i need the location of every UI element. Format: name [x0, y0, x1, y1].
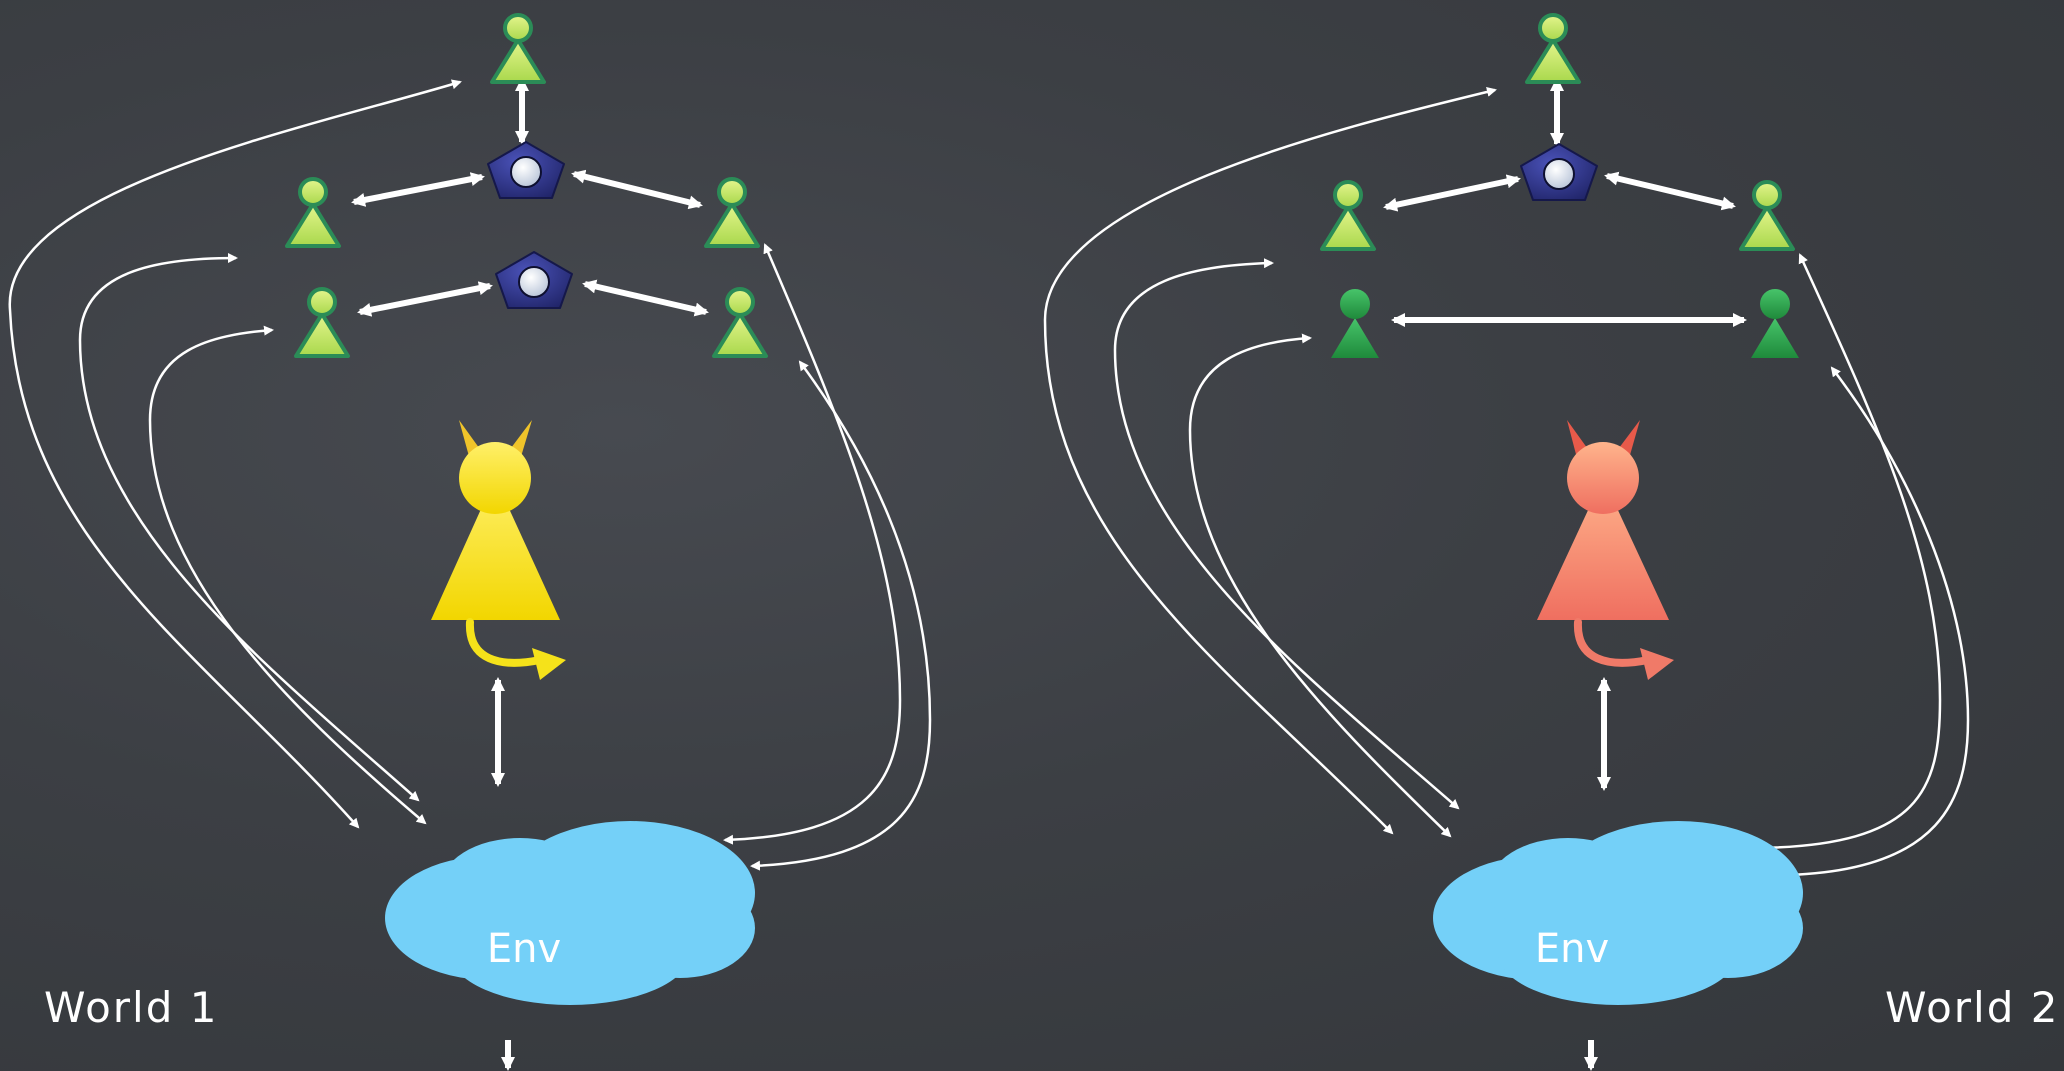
world-2-right-env-arrows — [1758, 253, 1970, 880]
world-2-party-right-1-icon — [1739, 180, 1795, 251]
world-2-label: World 2 — [1885, 983, 2059, 1032]
world-1-party-left-2-icon — [294, 287, 350, 358]
world-2-env-label: Env — [1535, 926, 1609, 972]
world-2-adversary-icon — [1537, 420, 1674, 680]
world-2-party-corrupted-left-icon — [1331, 289, 1379, 358]
world-1-functionality-1-icon — [487, 141, 565, 199]
world-1-party-left-1-icon — [285, 177, 341, 248]
world-1-left-env-arrows — [8, 79, 462, 829]
world-1-protocol-arrows — [351, 77, 709, 1071]
world-2-env-cloud — [1433, 821, 1803, 1005]
world-1-label: World 1 — [44, 983, 218, 1032]
world-2-protocol-arrows — [1383, 77, 1747, 1071]
world-2-party-corrupted-right-icon — [1751, 289, 1799, 358]
world-1-party-top-icon — [490, 13, 546, 84]
world-1-functionality-2-icon — [495, 251, 573, 309]
world-1-adversary-icon — [431, 420, 566, 680]
world-2: Env World 2 — [1043, 13, 2059, 1071]
world-2-party-top-icon — [1525, 13, 1581, 84]
world-2-party-left-1-icon — [1320, 180, 1376, 251]
world-1-right-env-arrows — [723, 243, 932, 871]
world-1-party-right-2-icon — [712, 287, 768, 358]
world-1-env-label: Env — [487, 926, 561, 972]
world-2-functionality-icon — [1520, 143, 1598, 201]
world-2-left-env-arrows — [1043, 87, 1497, 838]
world-1: Env World 1 — [8, 13, 932, 1071]
world-1-party-right-1-icon — [704, 177, 760, 248]
world-1-env-cloud — [385, 821, 755, 1005]
